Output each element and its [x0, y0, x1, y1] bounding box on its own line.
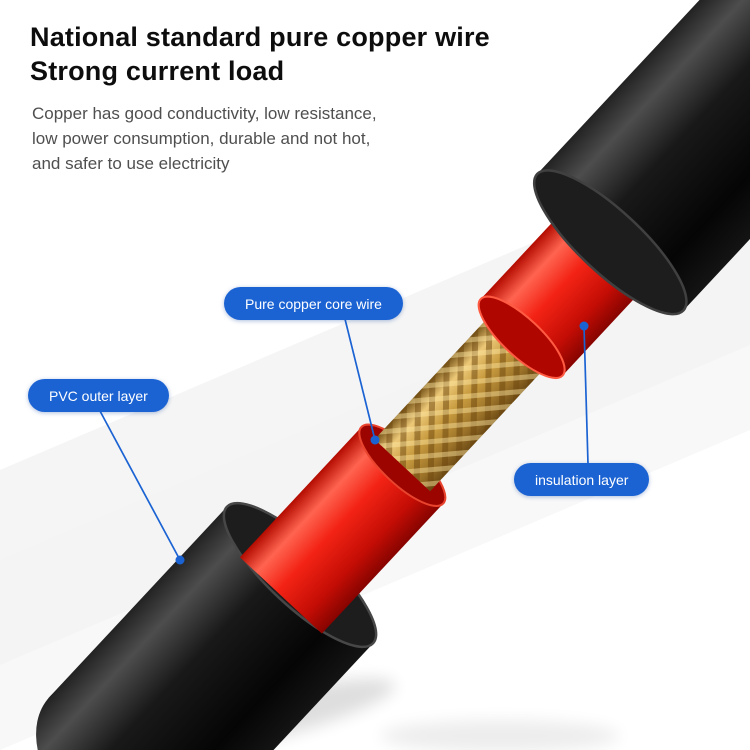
callout-pvc-outer-layer: PVC outer layer	[28, 379, 169, 412]
description-line-2: low power consumption, durable and not h…	[32, 129, 371, 148]
callout-line-pvc	[99, 410, 181, 561]
callout-copper-core-wire: Pure copper core wire	[224, 287, 403, 320]
headline: National standard pure copper wire Stron…	[30, 20, 490, 88]
headline-line-1: National standard pure copper wire	[30, 22, 490, 52]
callout-dot-insulation	[579, 321, 589, 331]
cable-shadow-2	[380, 720, 620, 750]
callout-lines	[99, 318, 589, 561]
callout-line-copper	[344, 318, 376, 441]
headline-line-2: Strong current load	[30, 56, 285, 86]
description-line-1: Copper has good conductivity, low resist…	[32, 104, 377, 123]
callout-insulation-layer: insulation layer	[514, 463, 650, 496]
callout-dot-copper	[370, 435, 380, 445]
pvc-outer-top	[537, 0, 750, 311]
cable	[36, 0, 750, 750]
description: Copper has good conductivity, low resist…	[32, 101, 490, 176]
pvc-cut-face-top	[532, 169, 688, 316]
callout-dots	[175, 321, 589, 565]
callout-dot-pvc	[175, 555, 185, 565]
description-line-3: and safer to use electricity	[32, 154, 230, 173]
insulation-upper-face	[477, 295, 566, 379]
header-copy: National standard pure copper wire Stron…	[30, 20, 490, 176]
callout-line-insulation	[583, 325, 589, 465]
